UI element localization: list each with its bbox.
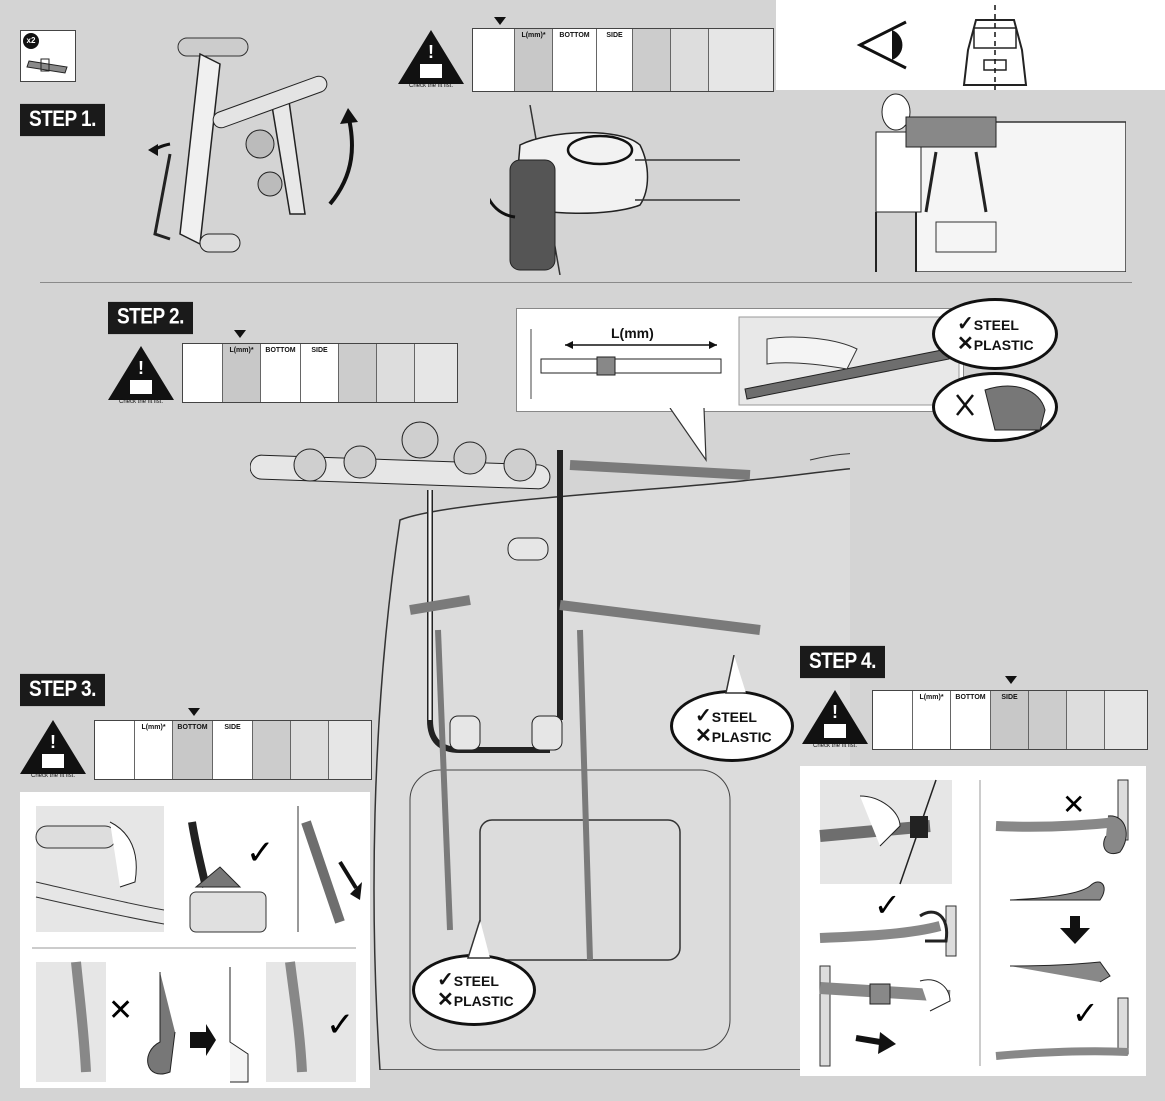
svg-text:!: ! xyxy=(138,358,144,378)
quantity-badge: x2 xyxy=(23,33,39,49)
fit-cell-gauge xyxy=(183,344,223,402)
fit-cell-bottom: BOTTOM xyxy=(951,691,991,749)
step-3-label: STEP 3. xyxy=(20,673,105,707)
check-mark-icon: ✓ xyxy=(246,833,275,873)
strap-length-label: L(mm) xyxy=(611,325,654,341)
fit-cell-length: L(mm)* xyxy=(223,344,261,402)
cross-mark-icon: ✕ xyxy=(437,989,454,1011)
strap-icon xyxy=(26,58,68,74)
cross-mark-icon: ✕ xyxy=(695,725,712,747)
fit-cell-side: SIDE xyxy=(213,721,253,779)
cross-mark-icon: ✕ xyxy=(1062,788,1085,821)
arrow-icon xyxy=(1060,916,1090,944)
fit-list-bar-step4: L(mm)* BOTTOM SIDE xyxy=(872,690,1148,750)
fit-cell-bottom: BOTTOM xyxy=(173,721,213,779)
eye-icon xyxy=(856,5,1028,90)
step-1-label: STEP 1. xyxy=(20,103,105,137)
check-mark-icon: ✓ xyxy=(874,886,901,924)
caution-caption: Check the fit list. xyxy=(408,83,453,89)
fit-cell-photo-1 xyxy=(1029,691,1067,749)
fit-cell-photo-3 xyxy=(329,721,371,779)
material-bubble-bottom: ✓STEEL ✕PLASTIC xyxy=(412,954,536,1026)
svg-text:!: ! xyxy=(50,732,56,752)
check-mark-icon: ✓ xyxy=(957,313,974,335)
fit-cell-photo-3 xyxy=(1105,691,1147,749)
fit-cell-gauge xyxy=(873,691,913,749)
strap-length-panel: L(mm) xyxy=(516,308,964,412)
step-3-detail-panel: ✓ ✕ ✓ xyxy=(20,792,370,1088)
fit-cell-photo-1 xyxy=(253,721,291,779)
cross-mark-icon: ✕ xyxy=(957,333,974,355)
plastic-spoiler-bubble xyxy=(932,372,1058,442)
warning-book-icon: ! Check the fit list. xyxy=(18,718,88,782)
warning-book-icon: ! Check the fit list. xyxy=(800,688,870,752)
fit-cell-side: SIDE xyxy=(301,344,339,402)
car-rear-view xyxy=(962,5,1028,90)
callout-pointer xyxy=(466,920,490,959)
arrow-icon xyxy=(350,882,362,900)
person-mounting-rack-illustration xyxy=(875,93,1126,272)
selection-marker xyxy=(188,708,200,716)
svg-text:!: ! xyxy=(832,702,838,722)
fit-cell-gauge xyxy=(473,29,515,91)
fit-cell-photo-1 xyxy=(339,344,377,402)
caution-caption: Check the fit list. xyxy=(30,773,75,779)
warning-book-icon: ! Check the fit list. xyxy=(396,28,466,92)
cross-mark-icon: ✕ xyxy=(108,993,133,1028)
caution-caption: Check the fit list. xyxy=(118,399,163,405)
angle-gauge-illustration xyxy=(490,105,740,275)
fit-cell-photo-3 xyxy=(415,344,457,402)
fit-cell-length: L(mm)* xyxy=(913,691,951,749)
fit-cell-side: SIDE xyxy=(597,29,633,91)
straps xyxy=(409,460,761,961)
selection-marker xyxy=(1005,676,1017,684)
check-mark-icon: ✓ xyxy=(1072,994,1099,1032)
bike-rack xyxy=(250,421,563,753)
fit-cell-photo-2 xyxy=(377,344,415,402)
selection-marker xyxy=(234,330,246,338)
fit-cell-photo-2 xyxy=(291,721,329,779)
bike-rack-folding-illustration xyxy=(148,37,358,253)
step-divider xyxy=(40,282,1132,283)
arrow-icon xyxy=(148,144,158,156)
fit-cell-photo-1 xyxy=(633,29,671,91)
fit-cell-gauge xyxy=(95,721,135,779)
callout-pointer xyxy=(669,408,707,463)
fit-list-bar-step3: L(mm)* BOTTOM SIDE xyxy=(94,720,372,780)
strap-kit-icon: x2 xyxy=(20,30,76,82)
check-mark-icon: ✓ xyxy=(437,969,454,991)
step-2-label: STEP 2. xyxy=(108,301,193,335)
selection-marker xyxy=(494,17,506,25)
material-bubble-top: ✓STEEL ✕PLASTIC xyxy=(932,298,1058,370)
fit-cell-length: L(mm)* xyxy=(515,29,553,91)
caution-caption: Check the fit list. xyxy=(812,743,857,749)
callout-pointer xyxy=(725,655,746,694)
view-orientation-panel xyxy=(776,0,1165,90)
fit-list-bar-step2: L(mm)* BOTTOM SIDE xyxy=(182,343,458,403)
fit-cell-bottom: BOTTOM xyxy=(553,29,597,91)
fit-cell-bottom: BOTTOM xyxy=(261,344,301,402)
warning-book-icon: ! Check the fit list. xyxy=(106,344,176,408)
check-mark-icon: ✓ xyxy=(695,705,712,727)
arrow-icon xyxy=(878,1032,896,1054)
fit-cell-length: L(mm)* xyxy=(135,721,173,779)
fit-cell-photo-3 xyxy=(709,29,773,91)
svg-text:!: ! xyxy=(428,42,434,62)
step-4-label: STEP 4. xyxy=(800,645,885,679)
fit-cell-side: SIDE xyxy=(991,691,1029,749)
car-with-bike-rack-illustration xyxy=(250,421,850,1070)
step-4-detail-panel: ✓ ✕ ✓ xyxy=(800,766,1146,1076)
check-mark-icon: ✓ xyxy=(326,1005,355,1045)
fit-cell-photo-2 xyxy=(1067,691,1105,749)
fit-cell-photo-2 xyxy=(671,29,709,91)
fit-list-bar-step1: L(mm)* BOTTOM SIDE xyxy=(472,28,774,92)
arrow-icon xyxy=(340,108,358,124)
material-bubble-middle: ✓STEEL ✕PLASTIC xyxy=(670,690,794,762)
arrow-icon xyxy=(190,1024,216,1056)
